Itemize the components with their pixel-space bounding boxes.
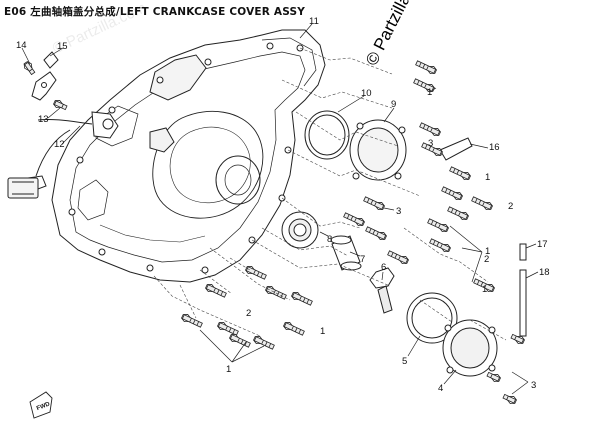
callout-15: 15 (57, 41, 68, 52)
callout-4: 4 (438, 383, 443, 394)
callout-9: 9 (391, 99, 396, 110)
leader-lines (21, 23, 539, 395)
sensor-assembly (7, 111, 119, 199)
sprocket-bolt (369, 267, 395, 314)
callout-17: 17 (537, 239, 548, 250)
callout-14: 14 (16, 40, 27, 51)
callout-1a: 1 (427, 87, 432, 98)
callout-11: 11 (309, 16, 319, 27)
callout-8: 8 (327, 234, 332, 245)
callout-2c: 2 (484, 254, 489, 265)
plate-bracket (439, 137, 473, 161)
collar (330, 235, 362, 271)
bearing (281, 211, 319, 249)
forward-arrow-icon: FWD (29, 391, 53, 419)
callout-7: 7 (360, 254, 365, 265)
callout-2b: 2 (246, 308, 251, 319)
callout-1f: 1 (226, 364, 231, 375)
callout-5: 5 (402, 356, 407, 367)
crankcase-cover (51, 29, 326, 283)
callout-3b: 3 (396, 206, 401, 217)
callout-3a: 3 (428, 138, 433, 149)
gasket (304, 110, 350, 160)
callout-1b: 1 (485, 172, 490, 183)
gasket-5 (406, 292, 458, 344)
callout-10: 10 (361, 88, 372, 99)
callout-1e: 1 (320, 326, 325, 337)
callout-3c: 3 (531, 380, 536, 391)
fwd-label: FWD (36, 401, 52, 412)
callout-12: 12 (54, 139, 65, 150)
diagram-title: E06 左曲轴箱盖分总成/LEFT CRANKCASE COVER ASSY (4, 6, 306, 18)
callout-2a: 2 (508, 201, 513, 212)
callout-1d: 1 (482, 284, 487, 295)
bracket-assembly (21, 51, 59, 101)
callout-13: 13 (38, 114, 49, 125)
assembly-lines (153, 47, 507, 341)
callout-16: 16 (489, 142, 500, 153)
cover-4 (442, 319, 498, 377)
callout-18: 18 (539, 267, 550, 278)
callout-6: 6 (381, 262, 386, 273)
callout-1c: 1 (485, 246, 490, 257)
callout-labels: 11 10 9 16 17 18 15 14 13 12 8 7 6 5 4 1… (16, 16, 550, 394)
dowel-pins (519, 243, 527, 337)
small-cover-9 (349, 119, 407, 181)
